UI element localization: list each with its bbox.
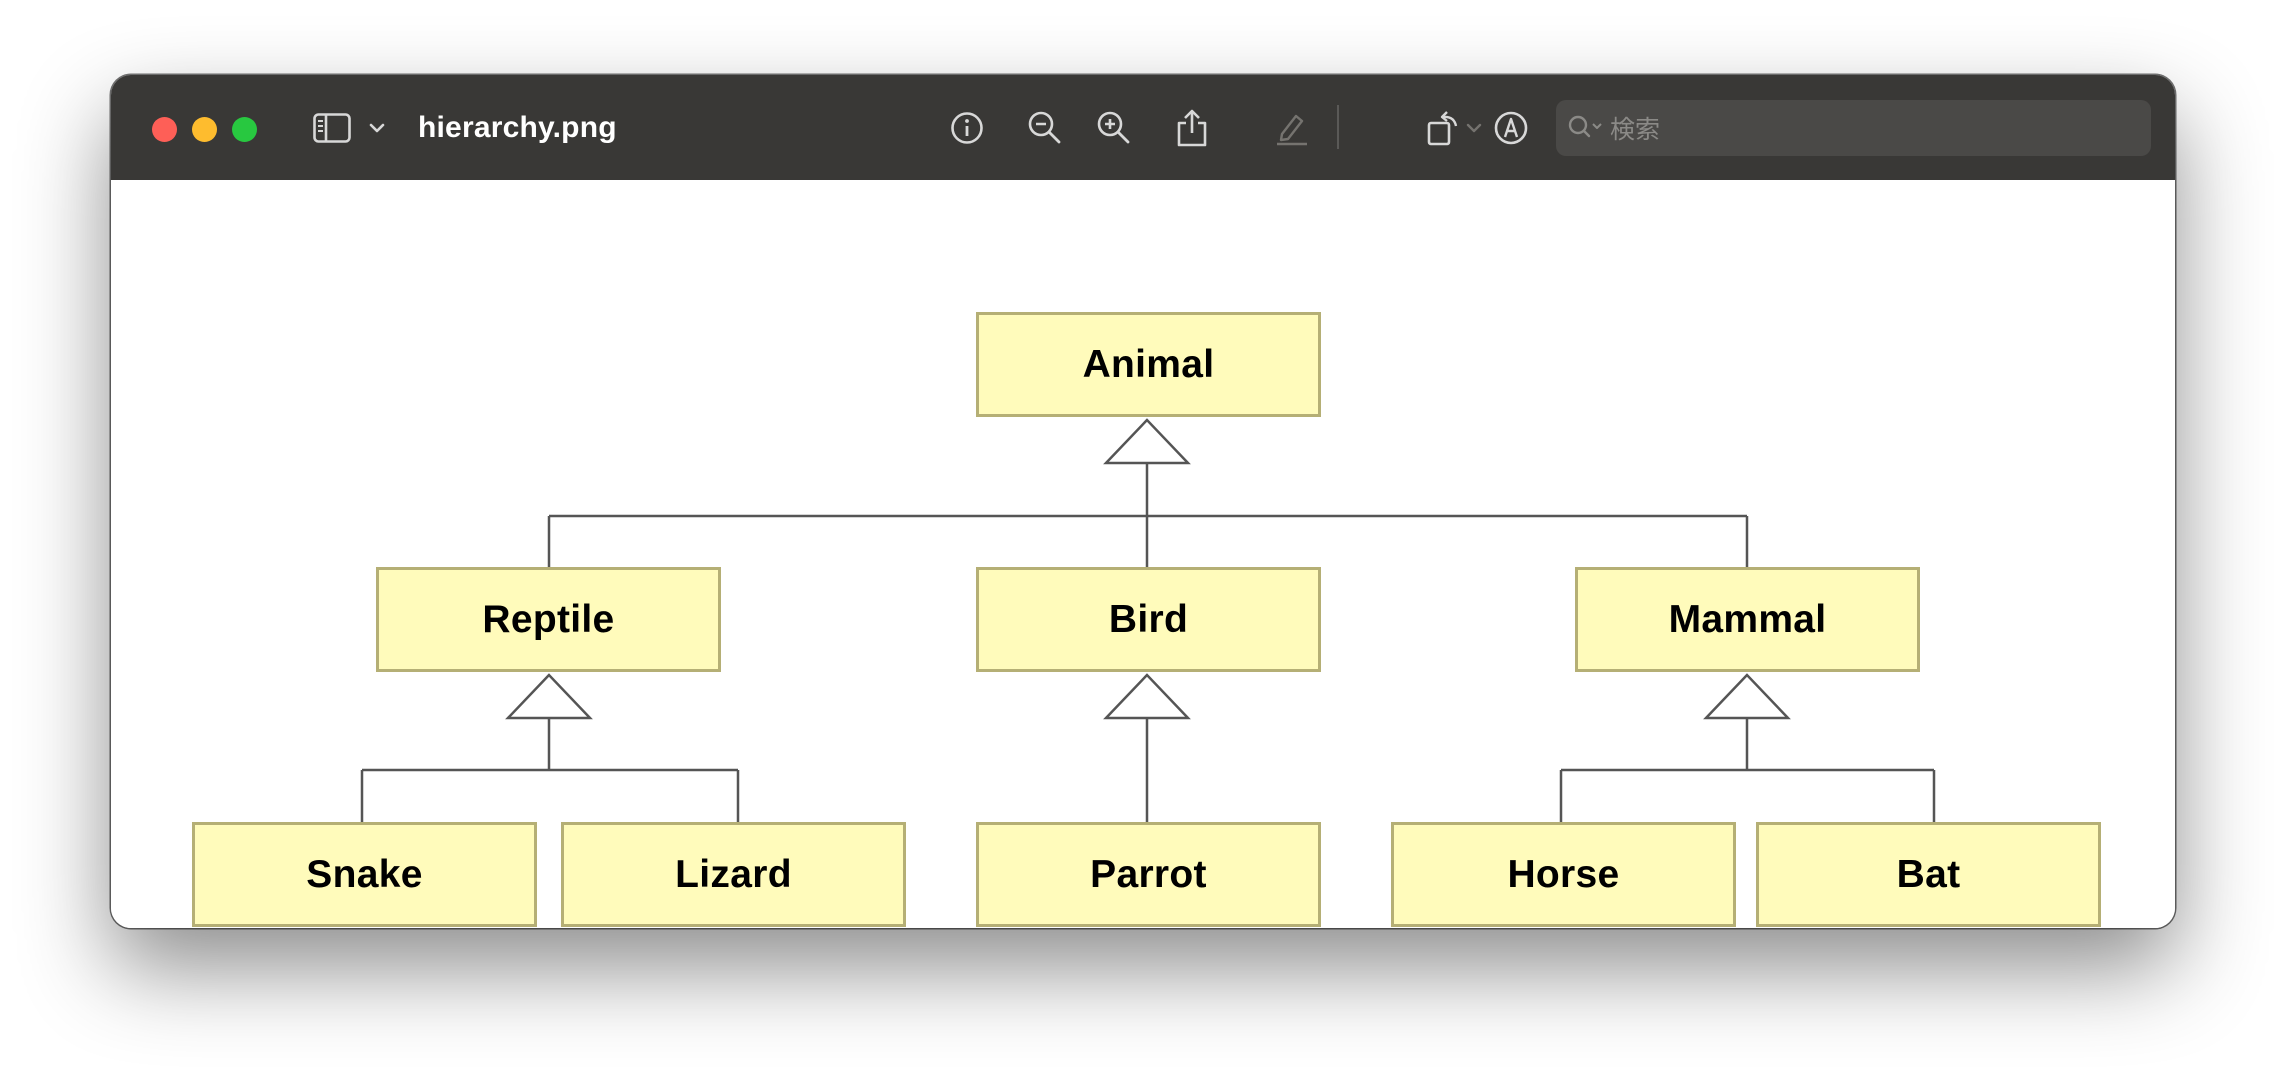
info-icon[interactable] <box>947 75 987 180</box>
node-bird: Bird <box>976 567 1321 672</box>
image-canvas: Animal Reptile Bird Mammal Snake Lizard … <box>111 180 2175 928</box>
hierarchy-connectors <box>360 418 1936 822</box>
minimize-button[interactable] <box>192 117 217 142</box>
search-field[interactable] <box>1556 100 2151 158</box>
rotate-icon[interactable] <box>1423 75 1463 180</box>
zoom-out-icon[interactable] <box>1025 75 1065 180</box>
node-lizard: Lizard <box>561 822 906 927</box>
chevron-down-icon[interactable] <box>366 75 388 180</box>
search-icon <box>1566 112 1606 149</box>
preview-window: hierarchy.png <box>111 75 2175 928</box>
search-input[interactable] <box>1608 100 2132 158</box>
toolbar-divider <box>1337 105 1339 149</box>
node-mammal: Mammal <box>1575 567 1920 672</box>
highlight-icon[interactable] <box>1272 75 1312 180</box>
markup-icon[interactable] <box>1491 75 1531 180</box>
zoom-button[interactable] <box>232 117 257 142</box>
share-icon[interactable] <box>1172 75 1212 180</box>
node-horse: Horse <box>1391 822 1736 927</box>
node-animal: Animal <box>976 312 1321 417</box>
sidebar-icon[interactable] <box>311 75 353 180</box>
chevron-down-icon[interactable] <box>1463 75 1485 180</box>
node-reptile: Reptile <box>376 567 721 672</box>
zoom-in-icon[interactable] <box>1094 75 1134 180</box>
node-parrot: Parrot <box>976 822 1321 927</box>
node-bat: Bat <box>1756 822 2101 927</box>
window-title: hierarchy.png <box>418 111 617 144</box>
titlebar: hierarchy.png <box>111 75 2175 180</box>
node-snake: Snake <box>192 822 537 927</box>
close-button[interactable] <box>152 117 177 142</box>
